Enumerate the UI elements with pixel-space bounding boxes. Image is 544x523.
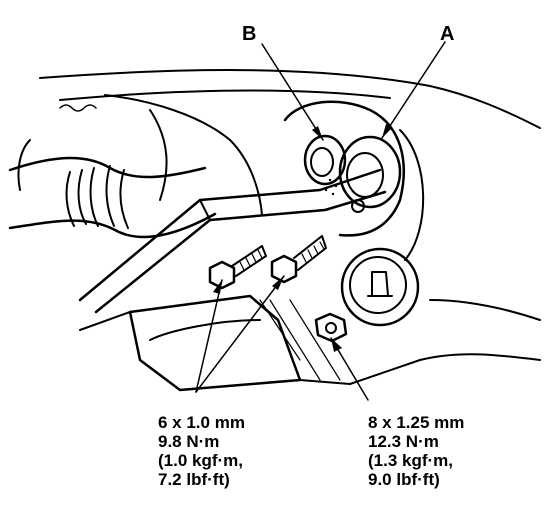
arrowhead-nut xyxy=(331,338,342,352)
spec-bolt-size: 6 x 1.0 mm xyxy=(158,413,245,432)
bushing-a-inner xyxy=(346,152,384,198)
spec-bolt-torque-nm: 9.8 N·m xyxy=(158,432,220,451)
mount-boss-inner xyxy=(349,256,407,314)
spec-nut-torque-lbf: 9.0 lbf·ft) xyxy=(368,470,440,489)
mount-boss xyxy=(340,247,420,327)
arrowhead-bolt-1 xyxy=(213,280,222,294)
lower-frame xyxy=(79,311,421,385)
leader-arrowheads xyxy=(213,124,392,352)
spec-nut-torque-kgf: (1.3 kgf·m, xyxy=(368,451,454,470)
engine-block-left xyxy=(104,94,263,216)
spec-bolt-torque-lbf: 7.2 lbf·ft) xyxy=(158,470,230,489)
mount-bracket xyxy=(283,100,405,237)
bushing-b-texture xyxy=(324,176,346,196)
spec-bolt-torque-kgf: (1.0 kgf·m, xyxy=(158,451,244,470)
hose-clamp xyxy=(65,167,99,227)
upper-body-panel-inner xyxy=(59,89,391,101)
engine-block-left-2 xyxy=(149,109,168,201)
arrowhead-a xyxy=(382,124,392,138)
bushing-b-inner xyxy=(310,147,334,177)
flange-nut-hole xyxy=(325,322,337,334)
bolt-left-2 xyxy=(270,235,327,284)
spec-nut-torque-nm: 12.3 N·m xyxy=(368,432,439,451)
leader-lines xyxy=(195,41,446,401)
bushing-b-outer xyxy=(303,134,347,186)
arrowhead-b xyxy=(312,126,323,140)
leader-bolt-2 xyxy=(195,275,285,393)
spec-bolt-6mm: 6 x 1.0 mm 9.8 N·m (1.0 kgf·m, 7.2 lbf·f… xyxy=(158,413,245,489)
hose-clamp-2 xyxy=(105,165,129,229)
upper-body-panel xyxy=(39,69,541,129)
lower-housing-shade xyxy=(259,299,341,381)
arrowhead-bolt-2 xyxy=(272,276,284,290)
right-frame-2 xyxy=(419,353,541,361)
bushing-a-bolt xyxy=(351,199,365,213)
stay-rod-upper xyxy=(78,168,382,302)
hose-wave xyxy=(59,104,97,112)
callout-a: A xyxy=(440,23,455,45)
lower-housing-inner xyxy=(149,319,261,341)
coolant-hose-lower xyxy=(8,212,217,239)
callout-b: B xyxy=(242,23,257,45)
bolt-left-1 xyxy=(208,245,267,290)
hose-end xyxy=(17,139,31,191)
right-frame xyxy=(429,299,541,321)
leader-a xyxy=(381,41,446,139)
leader-b xyxy=(261,43,324,141)
mount-bracket-outer xyxy=(399,129,425,261)
spec-nut-size: 8 x 1.25 mm xyxy=(368,413,465,432)
stud-bolt-right xyxy=(367,271,393,297)
spec-nut-8mm: 8 x 1.25 mm 12.3 N·m (1.3 kgf·m, 9.0 lbf… xyxy=(368,413,464,489)
bushing-a-outer xyxy=(338,135,402,209)
leader-bolt-1 xyxy=(195,279,223,393)
stay-rod-cut xyxy=(199,199,211,221)
flange-nut xyxy=(314,312,348,343)
